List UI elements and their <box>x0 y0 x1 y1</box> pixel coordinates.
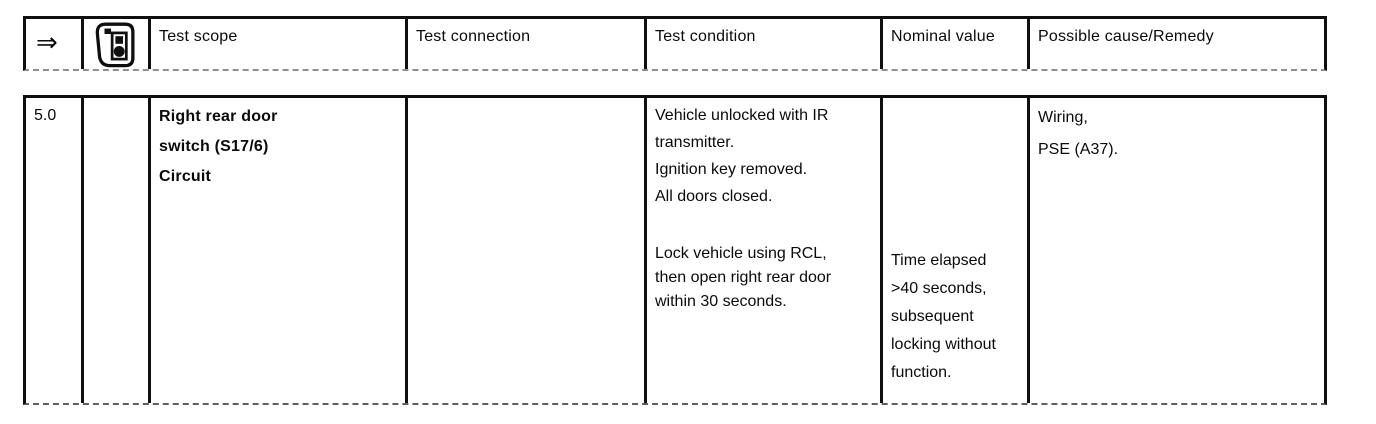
test-condition-line: within 30 seconds. <box>655 293 787 310</box>
test-condition-line: Ignition key removed. <box>655 161 808 178</box>
column-header-test-connection: Test connection <box>408 19 647 69</box>
column-header-label: Test condition <box>655 28 756 45</box>
possible-cause-line: Wiring, <box>1038 109 1088 126</box>
column-header-test-scope: Test scope <box>151 19 408 69</box>
test-scope-line: switch (S17/6) <box>159 138 269 155</box>
cell-test-connection <box>408 98 647 403</box>
nominal-value-line: function. <box>891 364 952 381</box>
test-scope-line: Right rear door <box>159 108 278 125</box>
header-cell-tester-icon <box>84 19 151 69</box>
cell-test-scope: Right rear door switch (S17/6) Circuit <box>151 98 408 403</box>
column-header-possible-cause: Possible cause/Remedy <box>1030 19 1324 69</box>
column-header-label: Possible cause/Remedy <box>1038 28 1214 45</box>
test-condition-line: then open right rear door <box>655 269 832 286</box>
double-right-arrow-icon: ⇒ <box>36 27 58 57</box>
cell-step-number: 5.0 <box>26 98 84 403</box>
nominal-value-line: Time elapsed <box>891 252 987 269</box>
test-condition-paragraph-2: Lock vehicle using RCL, then open right … <box>655 242 872 314</box>
cell-test-condition: Vehicle unlocked with IR transmitter. Ig… <box>647 98 883 403</box>
column-header-label: Test scope <box>159 28 238 45</box>
cell-possible-cause: Wiring, PSE (A37). <box>1030 98 1324 403</box>
cell-nominal-value: Time elapsed >40 seconds, subsequent loc… <box>883 98 1030 403</box>
handheld-tester-icon <box>94 22 139 69</box>
column-header-nominal-value: Nominal value <box>883 19 1030 69</box>
nominal-value-block: Time elapsed >40 seconds, subsequent loc… <box>891 247 1019 387</box>
column-header-label: Test connection <box>416 28 531 45</box>
table-header-row: ⇒ Test scope Test connection Test condit… <box>23 16 1327 71</box>
nominal-value-line: locking without <box>891 336 996 353</box>
possible-cause-line: PSE (A37). <box>1038 141 1119 158</box>
step-number: 5.0 <box>34 107 57 124</box>
test-condition-line: transmitter. <box>655 134 735 151</box>
test-scope-line: Circuit <box>159 168 212 185</box>
nominal-value-line: subsequent <box>891 308 974 325</box>
test-condition-paragraph-1: Vehicle unlocked with IR transmitter. Ig… <box>655 102 872 210</box>
test-condition-line: All doors closed. <box>655 188 773 205</box>
table-body-row: 5.0 Right rear door switch (S17/6) Circu… <box>23 95 1327 405</box>
test-condition-line: Lock vehicle using RCL, <box>655 245 827 262</box>
test-condition-line: Vehicle unlocked with IR <box>655 107 829 124</box>
column-header-label: Nominal value <box>891 28 995 45</box>
column-header-test-condition: Test condition <box>647 19 883 69</box>
header-cell-arrow: ⇒ <box>26 19 84 69</box>
nominal-value-line: >40 seconds, <box>891 280 987 297</box>
cell-icon-empty <box>84 98 151 403</box>
